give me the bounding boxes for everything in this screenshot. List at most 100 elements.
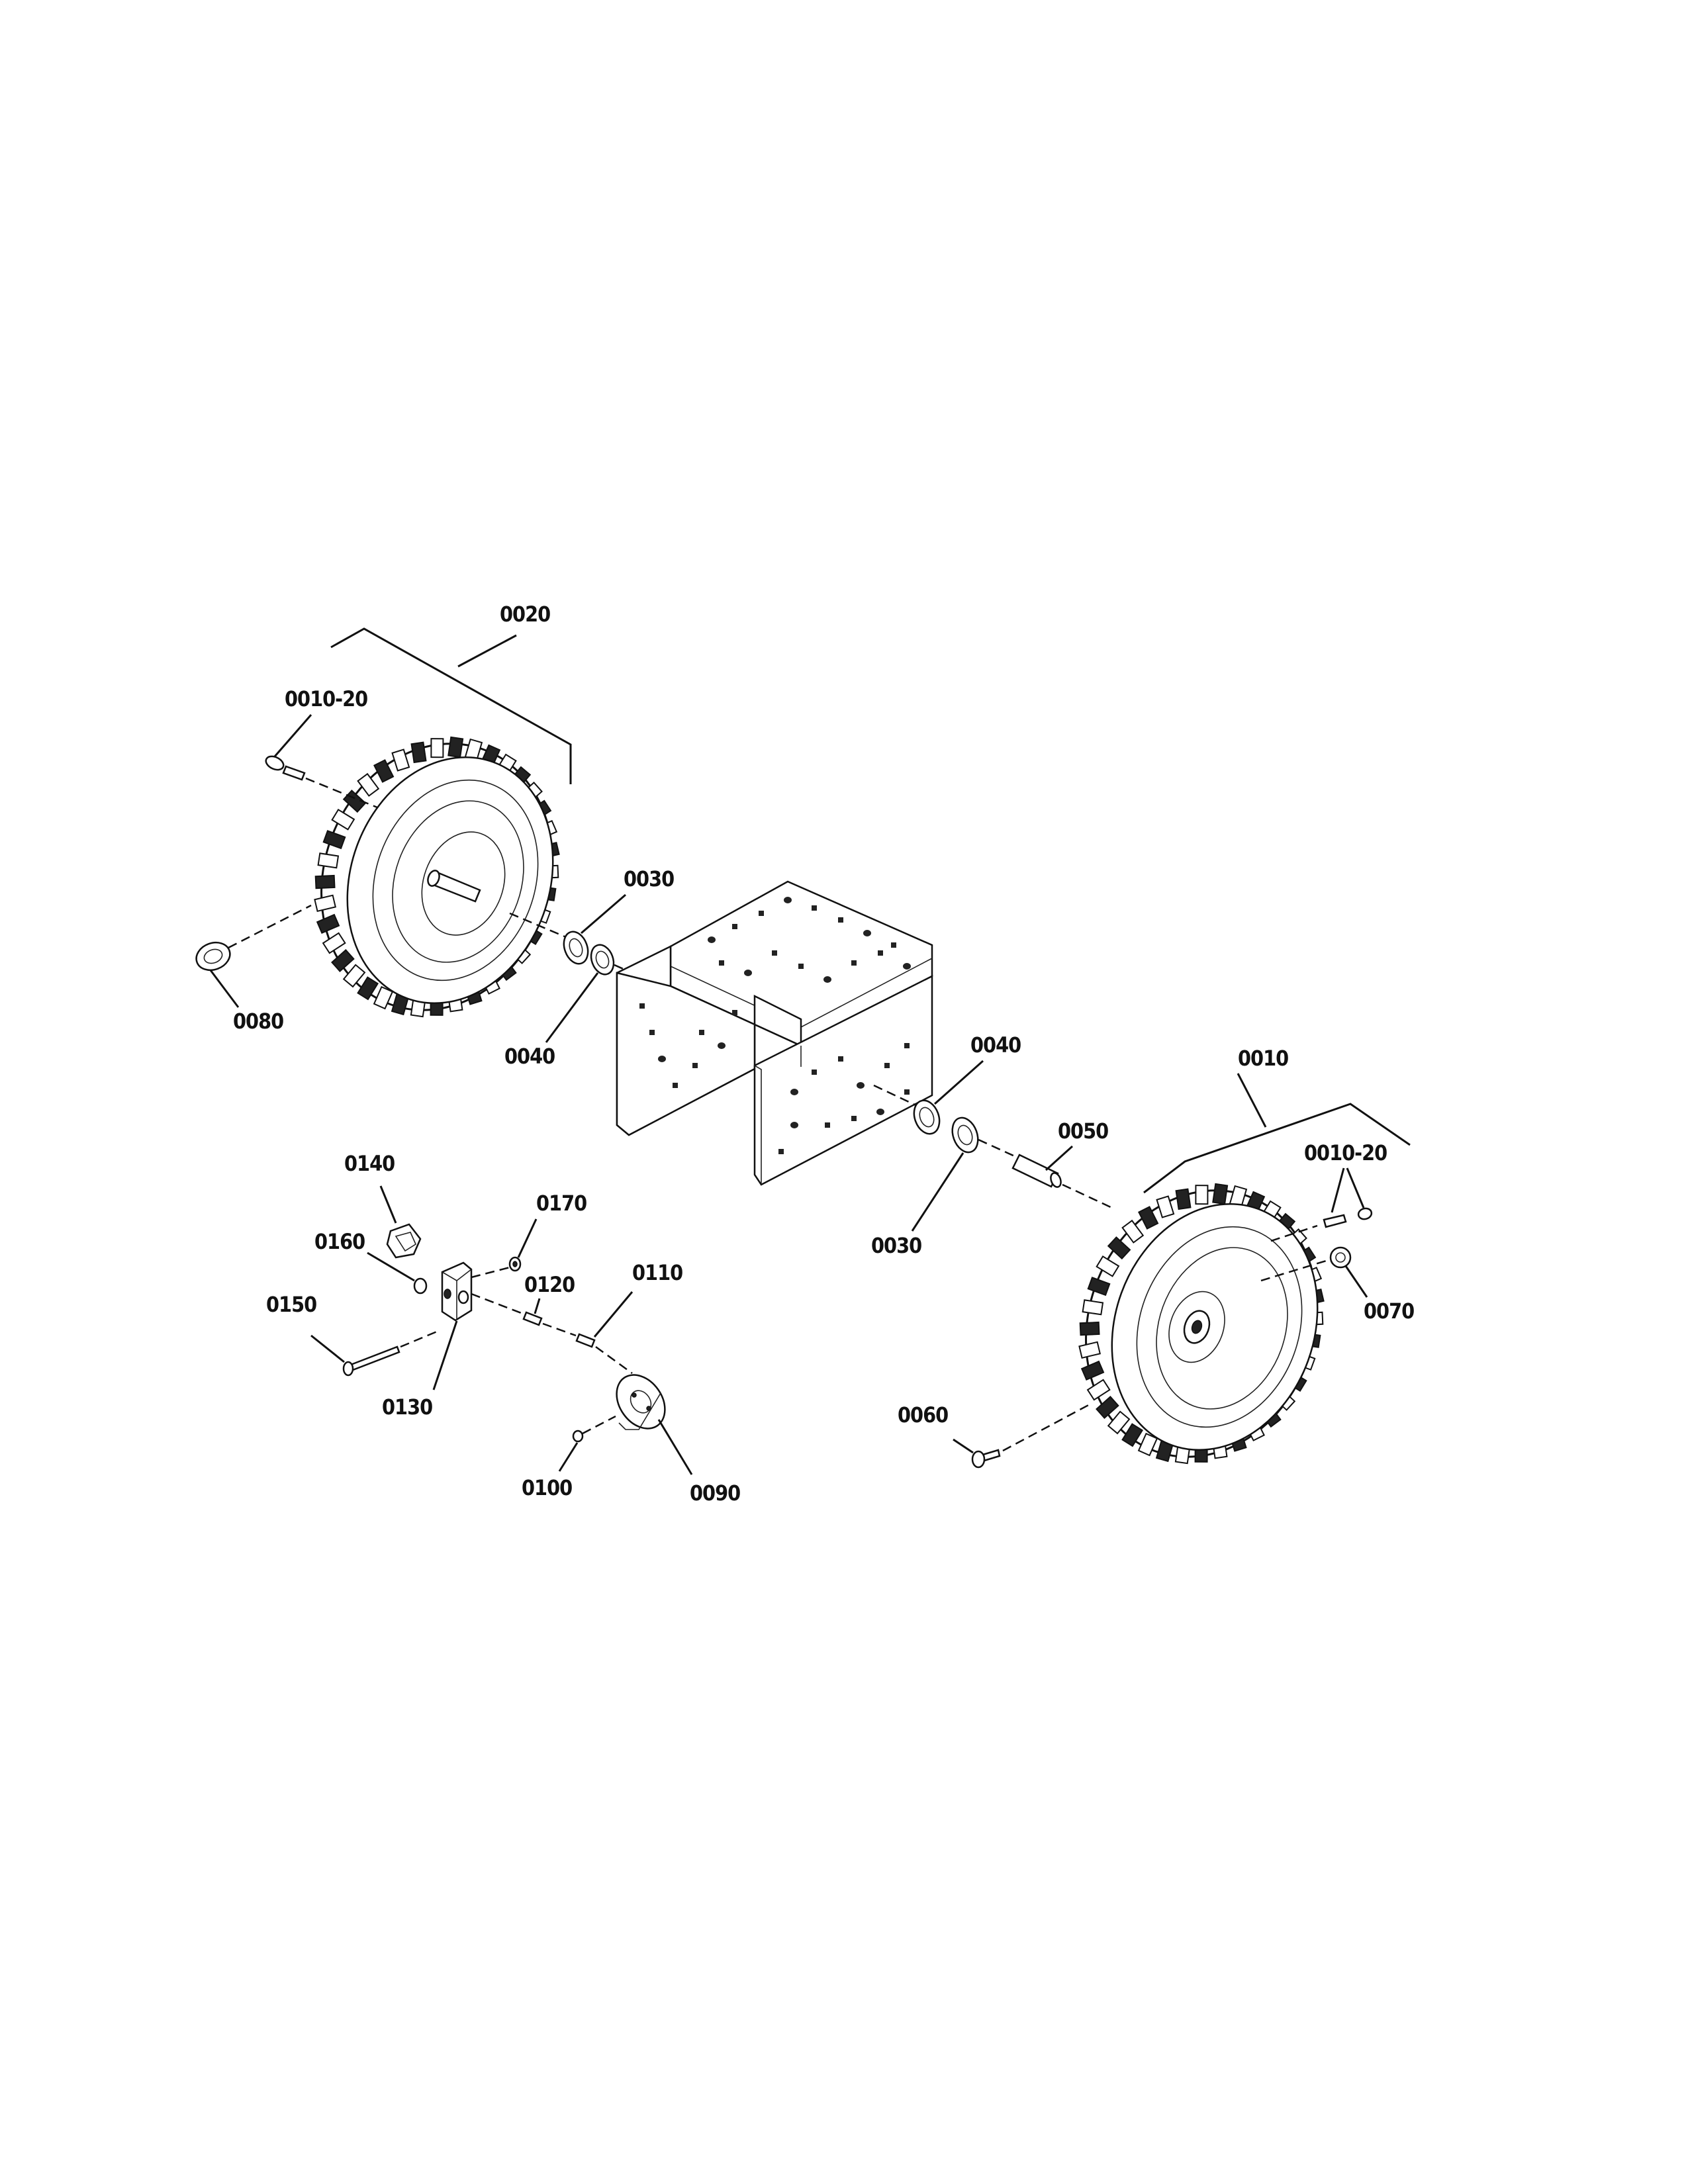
left-rim-ring — [392, 800, 524, 963]
left-tire-tread-lug — [331, 809, 355, 831]
leader-0170 — [517, 1218, 538, 1258]
right-tire-tread-lug — [1087, 1277, 1111, 1297]
frame-hole — [790, 1122, 798, 1128]
frame-hole — [699, 1030, 704, 1035]
bracket-0130 — [432, 1261, 473, 1390]
leader-0010-20-right-a — [1331, 1167, 1345, 1213]
knob-0140 — [379, 1185, 422, 1259]
frame-holes — [639, 897, 911, 1154]
left-wheel-bracket-line — [330, 627, 572, 784]
leader-0140 — [379, 1185, 397, 1224]
callout-0040-right: 0040 — [970, 1032, 1021, 1058]
frame-hole — [718, 1042, 726, 1049]
left-tire-tread-lug — [410, 741, 427, 764]
frame-hole — [857, 1082, 865, 1089]
frame-hole — [825, 1122, 830, 1128]
frame-hole — [732, 924, 737, 929]
frame-hole — [884, 1063, 890, 1068]
frame-hole — [784, 897, 792, 903]
callout-0130: 0130 — [382, 1394, 433, 1420]
frame-hole — [891, 942, 896, 948]
leader-0090 — [657, 1419, 693, 1475]
right-tire-tread-lug — [1096, 1255, 1120, 1277]
left-tire-tread-lug — [342, 964, 366, 988]
left-tire-tread-lug — [373, 985, 394, 1010]
bolt-0150 — [310, 1330, 438, 1377]
frame-hole — [744, 970, 752, 976]
right-axle-parts — [873, 1060, 1113, 1232]
callout-0040-left: 0040 — [504, 1044, 555, 1069]
frame-hole — [759, 911, 764, 916]
leader-0080 — [209, 970, 240, 1008]
left-tire-tread-lug — [373, 759, 395, 783]
right-bearing-0040 — [913, 1060, 984, 1135]
leader-0120 — [534, 1298, 541, 1314]
right-tire-tread-lug — [1175, 1188, 1192, 1210]
left-tire-tread-lug — [322, 830, 346, 850]
hairpin-clip-part — [195, 904, 312, 1008]
frame-hole — [778, 1149, 784, 1154]
callout-0010-20-right: 0010-20 — [1304, 1140, 1387, 1165]
right-rim-outer — [1136, 1226, 1303, 1428]
callout-0110: 0110 — [632, 1260, 683, 1285]
right-tire-tread-lug — [1121, 1219, 1145, 1244]
frame-hole — [790, 1089, 798, 1095]
frame-hole — [673, 1083, 678, 1088]
frame-hole — [838, 1056, 843, 1062]
frame-housing — [616, 880, 933, 1186]
left-tire-tread-lug — [447, 736, 464, 758]
callout-0160: 0160 — [314, 1229, 365, 1254]
plate-0090 — [616, 1374, 693, 1475]
frame-hole — [904, 1043, 910, 1048]
callout-0050: 0050 — [1058, 1118, 1109, 1144]
right-washer-0030 — [911, 1116, 979, 1232]
leader-0150 — [310, 1334, 345, 1363]
right-tire-tread-lug — [1079, 1321, 1100, 1336]
leader-0010 — [1237, 1073, 1267, 1128]
rod-0110 — [542, 1291, 633, 1375]
callout-0150: 0150 — [266, 1292, 317, 1317]
frame-hole — [876, 1109, 884, 1115]
washer-0160 — [367, 1251, 428, 1295]
left-wheel-assembly — [195, 627, 663, 1043]
left-axle — [427, 870, 481, 903]
spacer-tube-0050 — [1011, 1145, 1074, 1188]
left-bearing-0040 — [545, 944, 615, 1043]
left-tire-tread-lug — [322, 932, 346, 954]
right-tire-sidewall — [1111, 1203, 1319, 1451]
frame-hole — [851, 960, 857, 966]
right-tire-tread-lug — [1086, 1379, 1111, 1401]
callout-0170: 0170 — [536, 1191, 587, 1216]
right-tire-tread-lug — [1107, 1410, 1131, 1435]
leader-0160 — [367, 1251, 415, 1282]
callout-0010-20-left: 0010-20 — [285, 686, 368, 711]
leader-0020 — [457, 634, 517, 668]
left-tire-tread-lug — [316, 913, 340, 934]
left-tire-tread-lug — [331, 949, 355, 972]
leader-0030-left — [581, 893, 626, 934]
frame-hole — [719, 960, 724, 966]
frame-hole — [812, 905, 817, 911]
lower-linkage-assembly — [310, 1185, 693, 1475]
frame-hole — [732, 1010, 737, 1015]
callout-0120: 0120 — [524, 1272, 575, 1297]
left-tire-tread-lug — [314, 874, 336, 889]
right-tire-tread-lug — [1137, 1432, 1158, 1457]
leader-0010-20-right-b — [1346, 1167, 1365, 1208]
bolt-0060 — [953, 1402, 1093, 1469]
left-tire-tread-lug — [430, 738, 444, 758]
right-tire-tread-lug — [1156, 1195, 1175, 1218]
callout-0020: 0020 — [500, 602, 551, 627]
frame-right-side-plate — [753, 974, 933, 1186]
frame-hole — [904, 1089, 910, 1095]
right-tire-tread-lug — [1096, 1396, 1119, 1419]
leader-0100 — [558, 1442, 579, 1472]
leader-0030-right — [911, 1152, 964, 1232]
left-washer-0030 — [563, 893, 626, 965]
leader-0040-left — [545, 972, 599, 1043]
right-wheel-bracket-line — [1143, 1103, 1411, 1194]
frame-hole — [903, 963, 911, 970]
right-tire-tread-lug — [1107, 1236, 1131, 1260]
right-tire-tread-lug — [1138, 1206, 1159, 1230]
